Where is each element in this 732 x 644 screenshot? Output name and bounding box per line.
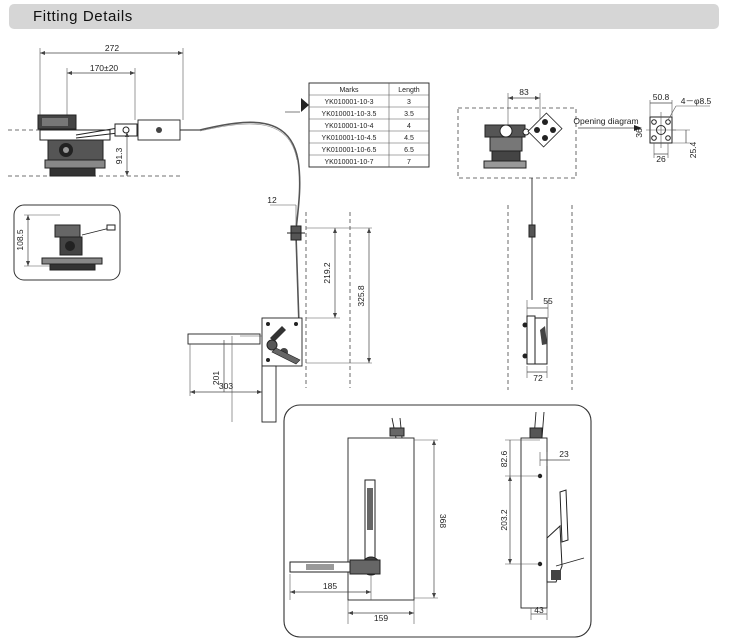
table-header-marks: Marks (339, 87, 359, 94)
dim-82-6: 82.6 (499, 450, 509, 467)
dim-36: 36 (634, 128, 644, 138)
table-cell: YK010001-10-4.5 (322, 135, 377, 142)
bottom-detail-panel: 368 185 159 82.6 23 (283, 404, 592, 638)
dim-368: 368 (438, 514, 448, 528)
dim-203-2: 203.2 (499, 509, 509, 531)
dim-4-phi-8-5: 4－φ8.5 (681, 96, 712, 106)
table-cell: YK010001-10-3 (324, 99, 373, 106)
table-cell: 3.5 (404, 111, 414, 118)
table-cell: 4 (407, 123, 411, 130)
table-cell: YK010001-10-6.5 (322, 147, 377, 154)
dim-170: 170±20 (90, 63, 119, 73)
inset-side-view: 108.5 (13, 204, 121, 281)
dim-72: 72 (533, 373, 543, 383)
table-cell: 7 (407, 159, 411, 166)
dim-26: 26 (656, 154, 666, 164)
right-door-side-view: 55 72 (507, 205, 573, 390)
page-title: Fitting Details (33, 8, 133, 25)
dim-23: 23 (559, 449, 569, 459)
table-header-length: Length (398, 87, 420, 94)
dim-25-4: 25.4 (688, 141, 698, 158)
dim-201: 201 (211, 371, 221, 385)
dim-108-5: 108.5 (15, 229, 25, 251)
marks-length-table: Marks Length YK010001-10-3 3 YK010001-10… (285, 82, 430, 168)
top-right-assembly: 83 Opening diagram (457, 87, 712, 300)
table-cell: YK010001-10-4 (324, 123, 373, 130)
header-bar: Fitting Details (9, 4, 719, 29)
dim-50-8: 50.8 (653, 92, 670, 102)
opening-diagram-label: Opening diagram (573, 116, 638, 126)
table-cell: YK010001-10-7 (324, 159, 373, 166)
dim-159: 159 (374, 613, 388, 623)
dim-12: 12 (267, 195, 277, 205)
dim-325-8: 325.8 (356, 285, 366, 307)
dim-83: 83 (519, 87, 529, 97)
table-cell: 4.5 (404, 135, 414, 142)
dim-303: 303 (219, 381, 233, 391)
dim-91-3: 91.3 (114, 147, 124, 164)
cable (199, 121, 301, 231)
dim-219-2: 219.2 (322, 262, 332, 284)
dim-185: 185 (323, 581, 337, 591)
table-cell: 6.5 (404, 147, 414, 154)
center-door-assembly: 12 219.2 325.8 (187, 195, 372, 423)
top-left-assembly: 272 170±20 91.3 (8, 43, 200, 177)
dim-43: 43 (534, 605, 544, 615)
table-cell: 3 (407, 99, 411, 106)
dim-55: 55 (543, 296, 553, 306)
dim-272: 272 (105, 43, 119, 53)
table-cell: YK010001-10-3.5 (322, 111, 377, 118)
